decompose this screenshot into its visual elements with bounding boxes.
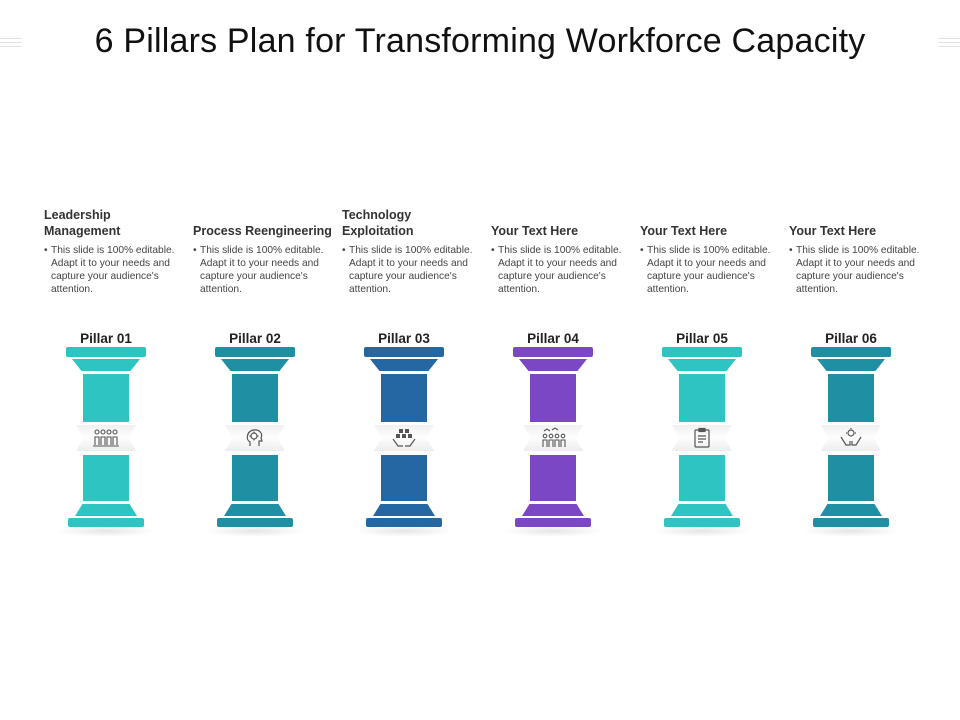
pillar-plinth bbox=[515, 518, 591, 527]
pillar-plinth bbox=[813, 518, 889, 527]
bullet-point: • bbox=[491, 245, 495, 256]
pillar-description: •This slide is 100% editable. Adapt it t… bbox=[640, 244, 775, 296]
pillar-shadow bbox=[801, 525, 901, 537]
pillar-shape bbox=[364, 347, 444, 537]
pillar-description-text: This slide is 100% editable. Adapt it to… bbox=[796, 245, 920, 295]
pillar-capital-top bbox=[364, 347, 444, 357]
pillar-heading: Your Text Here bbox=[789, 224, 877, 238]
pillar-plinth bbox=[664, 518, 740, 527]
pillar-label: Pillar 03 bbox=[378, 331, 430, 346]
bullet-point: • bbox=[342, 245, 346, 256]
pillar-label: Pillar 01 bbox=[80, 331, 132, 346]
pillar-description: •This slide is 100% editable. Adapt it t… bbox=[789, 244, 924, 296]
pillar-heading: Your Text Here bbox=[640, 224, 728, 238]
pillar-capital bbox=[668, 359, 736, 371]
hands-puzzle-icon bbox=[389, 427, 419, 449]
pillar-band-shade bbox=[76, 425, 136, 451]
pillar-label: Pillar 04 bbox=[527, 331, 579, 346]
pillar-description: •This slide is 100% editable. Adapt it t… bbox=[44, 244, 179, 296]
pillar-description: •This slide is 100% editable. Adapt it t… bbox=[491, 244, 626, 296]
pillar-shape bbox=[513, 347, 593, 537]
hands-idea-icon bbox=[836, 427, 866, 449]
pillar-capital bbox=[221, 359, 289, 371]
pillar-shaft-upper bbox=[679, 374, 725, 422]
pillar-heading: Your Text Here bbox=[491, 224, 579, 238]
pillar-description-text: This slide is 100% editable. Adapt it to… bbox=[498, 245, 622, 295]
bullet-point: • bbox=[789, 245, 793, 256]
pillar-base bbox=[522, 504, 584, 516]
pillar-column-4: Your Text Here •This slide is 100% editab… bbox=[491, 0, 639, 720]
pillar-column-6: Your Text Here •This slide is 100% editab… bbox=[789, 0, 937, 720]
pillar-capital bbox=[72, 359, 140, 371]
pillar-plinth bbox=[68, 518, 144, 527]
pillar-description: •This slide is 100% editable. Adapt it t… bbox=[342, 244, 477, 296]
pillar-shaft-lower bbox=[679, 455, 725, 501]
head-gear-icon bbox=[240, 427, 270, 449]
pillar-heading: Technology Exploitation bbox=[342, 208, 414, 238]
pillar-shaft-upper bbox=[828, 374, 874, 422]
pillar-shadow bbox=[354, 525, 454, 537]
pillar-capital bbox=[519, 359, 587, 371]
pillar-heading: Leadership Management bbox=[44, 208, 121, 238]
pillar-shadow bbox=[56, 525, 156, 537]
pillar-label: Pillar 06 bbox=[825, 331, 877, 346]
pillar-description-text: This slide is 100% editable. Adapt it to… bbox=[349, 245, 473, 295]
pillar-shaft-upper bbox=[83, 374, 129, 422]
corner-lines-decoration bbox=[0, 38, 22, 50]
pillar-shaft-upper bbox=[232, 374, 278, 422]
pillar-description: •This slide is 100% editable. Adapt it t… bbox=[193, 244, 328, 296]
slide-title: 6 Pillars Plan for Transforming Workforc… bbox=[94, 22, 866, 60]
pillar-base bbox=[671, 504, 733, 516]
pillar-shaft-upper bbox=[530, 374, 576, 422]
corner-lines-decoration bbox=[938, 38, 960, 50]
pillar-capital-top bbox=[215, 347, 295, 357]
pillar-column-2: Process Reengineering •This slide is 100%… bbox=[193, 0, 341, 720]
pillar-heading: Process Reengineering bbox=[193, 224, 332, 238]
pillar-shape bbox=[662, 347, 742, 537]
pillar-column-5: Your Text Here •This slide is 100% editab… bbox=[640, 0, 788, 720]
pillar-capital-top bbox=[513, 347, 593, 357]
team-growth-icon bbox=[538, 427, 568, 449]
pillar-base bbox=[224, 504, 286, 516]
pillar-shadow bbox=[652, 525, 752, 537]
pillar-base bbox=[75, 504, 137, 516]
pillar-shadow bbox=[205, 525, 305, 537]
pillar-capital-top bbox=[811, 347, 891, 357]
pillar-plinth bbox=[366, 518, 442, 527]
pillar-shape bbox=[215, 347, 295, 537]
pillar-base bbox=[820, 504, 882, 516]
pillar-label: Pillar 02 bbox=[229, 331, 281, 346]
pillar-capital-top bbox=[662, 347, 742, 357]
pillar-shaft-lower bbox=[828, 455, 874, 501]
pillar-plinth bbox=[217, 518, 293, 527]
pillar-capital bbox=[370, 359, 438, 371]
pillar-label: Pillar 05 bbox=[676, 331, 728, 346]
pillar-column-3: Technology Exploitation •This slide is 10… bbox=[342, 0, 490, 720]
pillar-description-text: This slide is 100% editable. Adapt it to… bbox=[647, 245, 771, 295]
pillar-shaft-upper bbox=[381, 374, 427, 422]
pillar-band-shade bbox=[821, 425, 881, 451]
pillar-shaft-lower bbox=[381, 455, 427, 501]
pillar-description-text: This slide is 100% editable. Adapt it to… bbox=[200, 245, 324, 295]
pillar-shaft-lower bbox=[530, 455, 576, 501]
bullet-point: • bbox=[44, 245, 48, 256]
bullet-point: • bbox=[193, 245, 197, 256]
pillar-shadow bbox=[503, 525, 603, 537]
bullet-point: • bbox=[640, 245, 644, 256]
pillar-description-text: This slide is 100% editable. Adapt it to… bbox=[51, 245, 175, 295]
pillar-column-1: Leadership Management •This slide is 100%… bbox=[44, 0, 192, 720]
pillar-shape bbox=[66, 347, 146, 537]
people-group-icon bbox=[91, 427, 121, 449]
pillar-shaft-lower bbox=[83, 455, 129, 501]
clipboard-icon bbox=[687, 427, 717, 449]
pillar-base bbox=[373, 504, 435, 516]
pillar-shaft-lower bbox=[232, 455, 278, 501]
pillar-capital-top bbox=[66, 347, 146, 357]
pillar-capital bbox=[817, 359, 885, 371]
pillar-shape bbox=[811, 347, 891, 537]
